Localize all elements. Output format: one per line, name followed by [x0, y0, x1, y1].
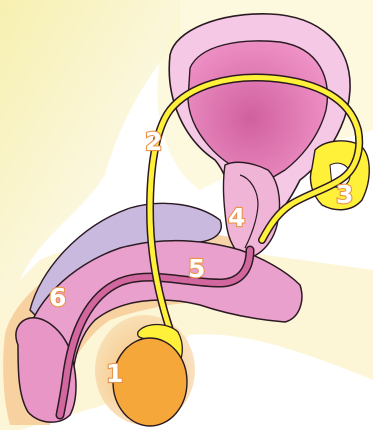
testis [113, 338, 187, 426]
label-seminal-vesicle: 3 [336, 180, 353, 209]
label-testis: 1 [106, 359, 123, 388]
label-urethra: 5 [188, 254, 205, 283]
label-penis: 6 [49, 283, 66, 312]
label-vas-deferens: 2 [145, 127, 162, 156]
label-prostate: 4 [228, 203, 245, 232]
